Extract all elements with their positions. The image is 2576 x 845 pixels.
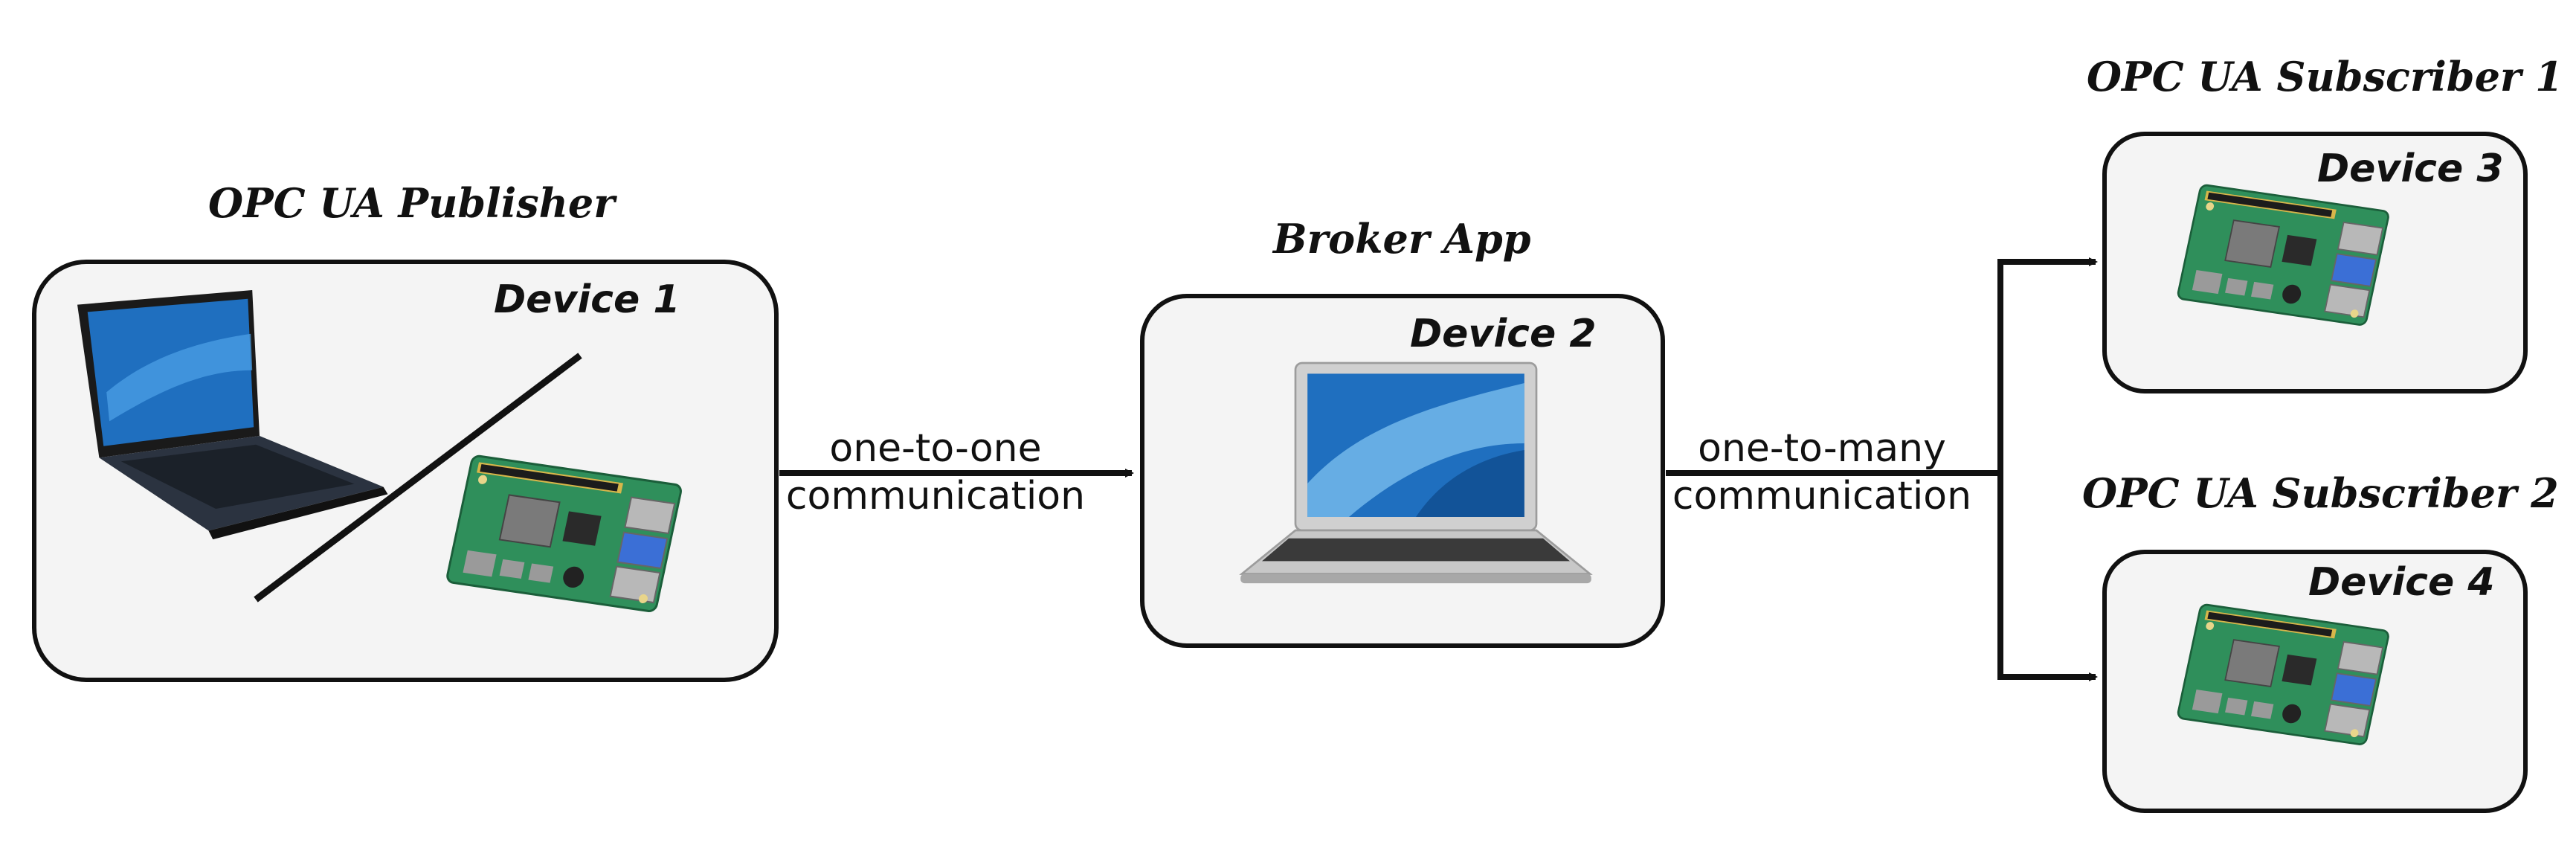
device1-label: Device 1 (494, 277, 680, 322)
publisher-node: Device 1 (32, 260, 779, 682)
publisher-role-title: OPC UA Publisher (208, 179, 617, 227)
or-divider-slash (254, 353, 582, 603)
broker-node: Device 2 (1140, 294, 1665, 648)
edge1-label-line1: one-to-one (829, 426, 1041, 471)
subscriber2-role-title: OPC UA Subscriber 2 (2082, 469, 2559, 517)
broker-role-title: Broker App (1272, 215, 1531, 263)
edge2-label-line1: one-to-many (1698, 426, 1946, 471)
device3-label: Device 3 (2317, 147, 2504, 191)
subscriber1-node: Device 3 (2102, 132, 2528, 393)
subscriber1-role-title: OPC UA Subscriber 1 (2087, 53, 2563, 100)
edge2-label-line2: communication (1672, 474, 1971, 518)
device4-label: Device 4 (2308, 560, 2495, 605)
broker-to-subscriber1-arrow (1666, 257, 2098, 476)
broker-to-subscriber2-arrow (1997, 473, 2098, 681)
device2-label: Device 2 (1410, 312, 1597, 356)
subscriber2-node: Device 4 (2102, 550, 2528, 813)
edge1-label-line2: communication (786, 474, 1085, 518)
